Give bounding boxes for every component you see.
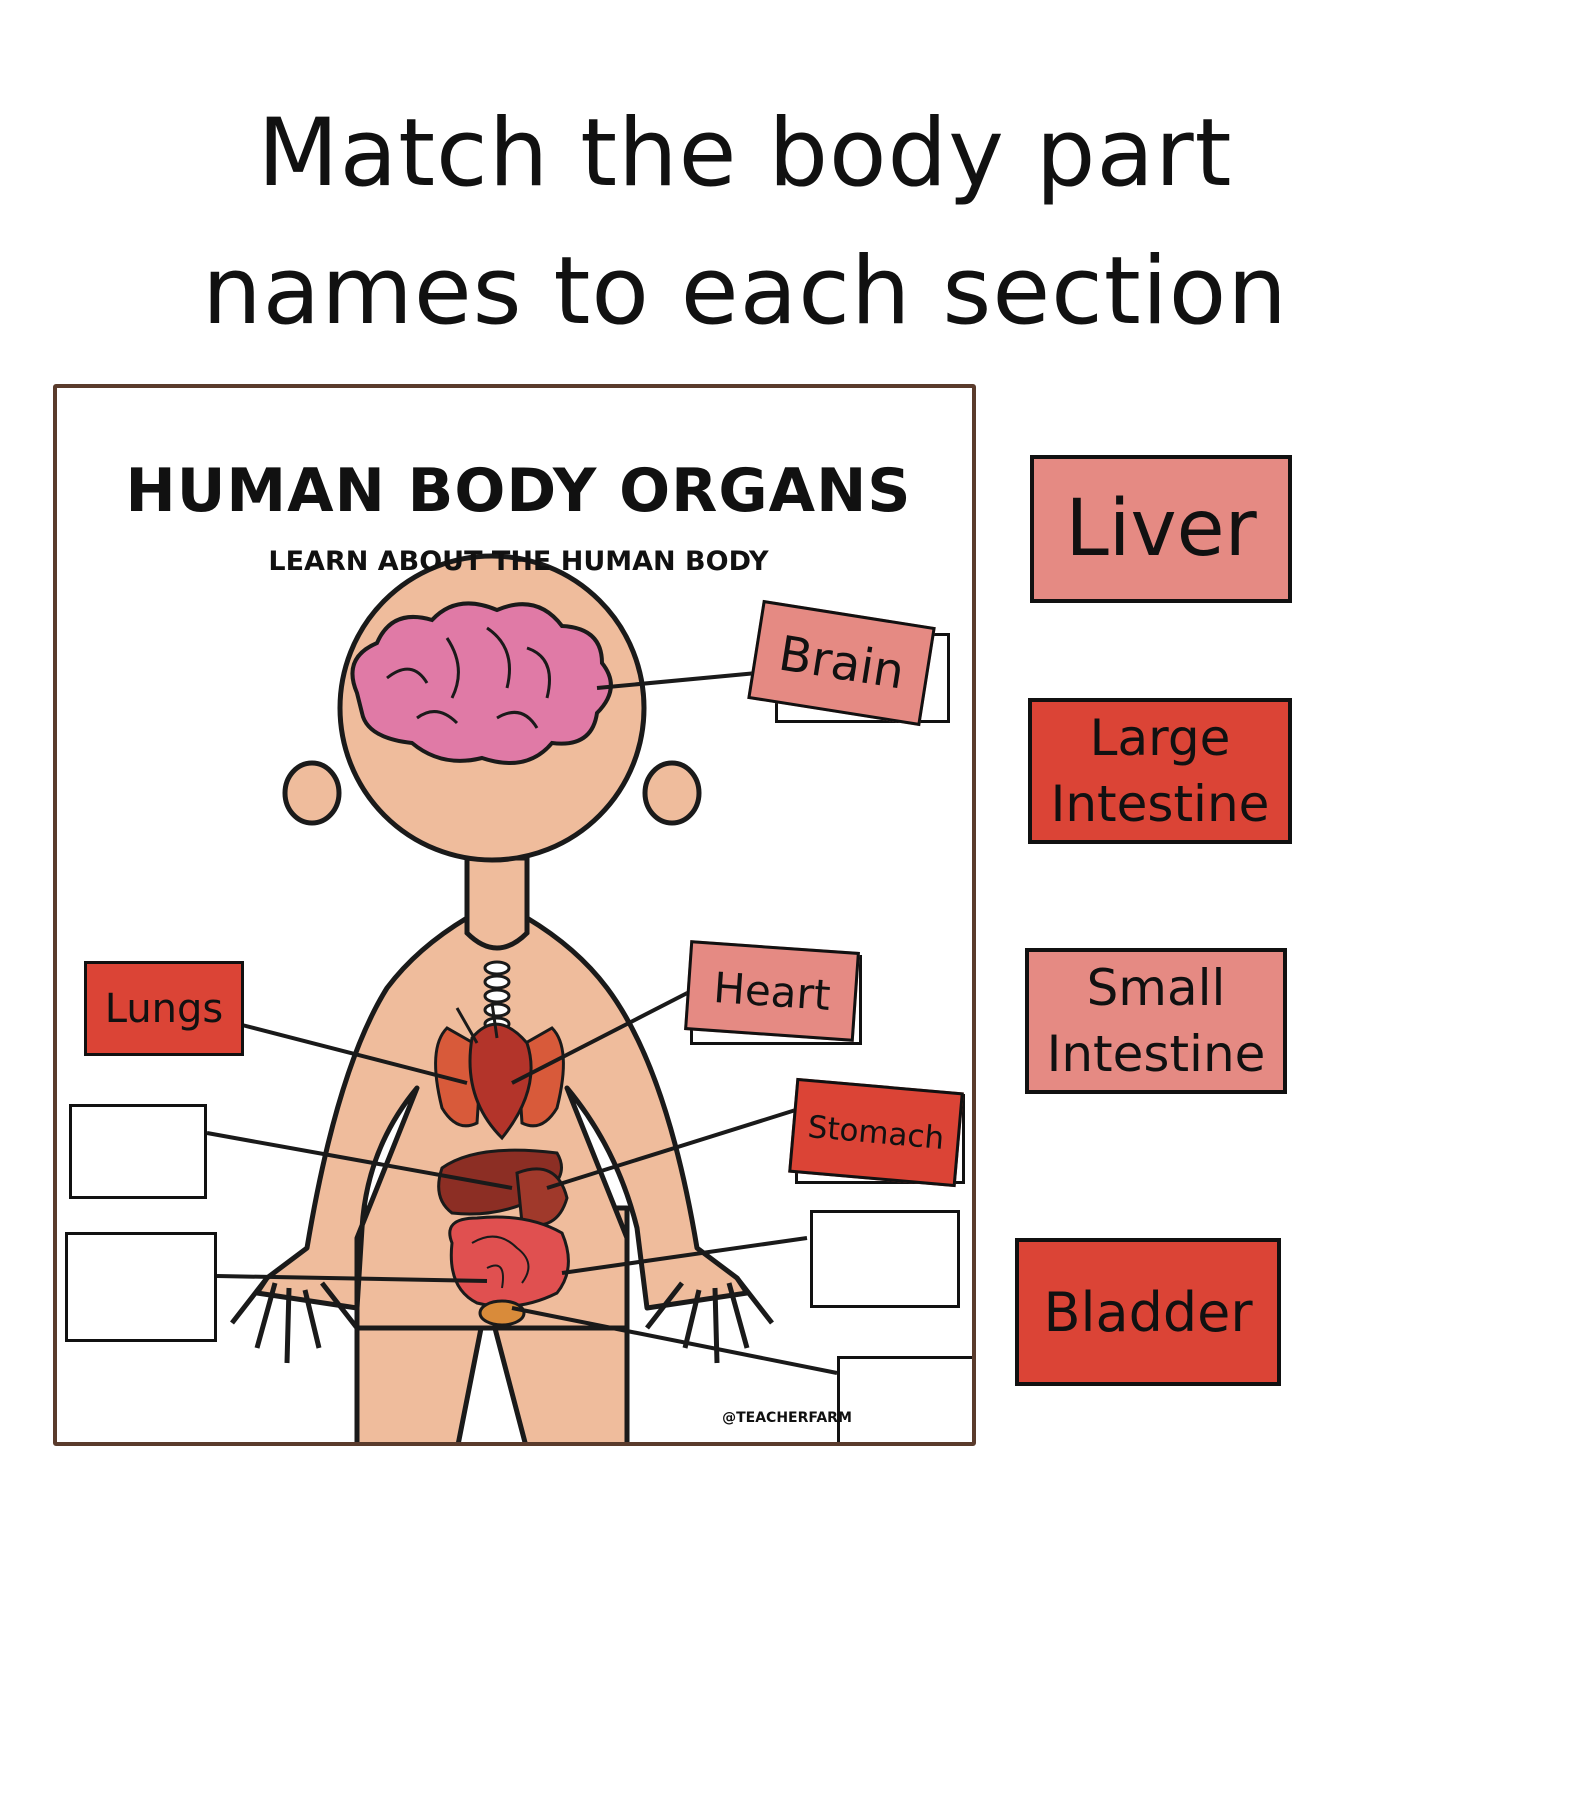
placed-label-lungs[interactable]: Lungs [84,961,244,1056]
worksheet-image: HUMAN BODY ORGANS LEARN ABOUT THE HUMAN … [53,384,976,1446]
answer-box-empty-4[interactable] [837,1356,972,1442]
instruction-line-1: Match the body part [257,99,1233,208]
word-tile-large-intestine-line1: Large [1089,709,1231,767]
worksheet-credit: @TEACHERFARM [722,1410,852,1426]
human-body-illustration [206,553,838,1442]
word-tile-liver-text: Liver [1065,484,1257,574]
word-tile-small-intestine-line2: Intestine [1046,1025,1266,1083]
placed-label-stomach[interactable]: Stomach [788,1077,964,1188]
instruction-line-2: names to each section [202,237,1288,346]
word-tile-bladder-text: Bladder [1043,1280,1253,1344]
word-tile-small-intestine[interactable]: Small Intestine [1025,948,1287,1094]
word-tile-bladder[interactable]: Bladder [1015,1238,1281,1386]
answer-box-empty-2[interactable] [65,1232,217,1342]
word-tile-large-intestine-line2: Intestine [1050,775,1270,833]
answer-box-empty-3[interactable] [810,1210,960,1308]
instruction-text: Match the body part names to each sectio… [0,85,1490,361]
placed-label-heart[interactable]: Heart [684,940,860,1042]
word-tile-small-intestine-line1: Small [1086,959,1226,1017]
worksheet-title: HUMAN BODY ORGANS [125,456,912,526]
worksheet-subtitle: LEARN ABOUT THE HUMAN BODY [268,546,769,577]
word-tile-large-intestine[interactable]: Large Intestine [1028,698,1292,844]
answer-box-empty-1[interactable] [69,1104,207,1199]
word-tile-liver[interactable]: Liver [1030,455,1292,603]
